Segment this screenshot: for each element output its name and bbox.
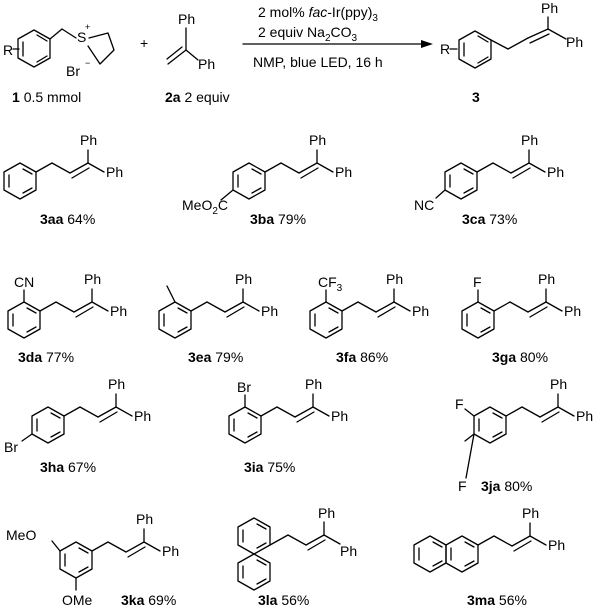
svg-text:Ph: Ph (162, 543, 179, 559)
svg-text:Ph: Ph (331, 408, 348, 424)
svg-text:Ph: Ph (541, 0, 558, 16)
label-3ba: 3ba 79% (250, 211, 306, 227)
svg-text:Ph: Ph (235, 271, 252, 287)
sulfonium-charge: + (85, 22, 90, 32)
label-3aa: 3aa 64% (40, 211, 95, 227)
sub-3ha: Br (4, 439, 18, 455)
product-3ja: Ph Ph F F 3ja 80% (455, 376, 593, 494)
svg-text:Ph: Ph (84, 271, 101, 287)
condition-base: 2 equiv Na2CO3 (258, 24, 358, 44)
svg-text:Ph: Ph (566, 34, 583, 50)
condition-solvent: NMP, blue LED, 16 h (253, 54, 383, 70)
product-3ka: Ph Ph MeO OMe 3ka 69% (6, 511, 179, 608)
svg-text:Ph: Ph (550, 376, 567, 392)
product-3ha: Ph Ph Br 3ha 67% (4, 376, 151, 475)
svg-text:Ph: Ph (340, 543, 357, 559)
product-3ca: Ph Ph NC 3ca 73% (414, 132, 564, 227)
svg-text:Ph: Ph (80, 132, 97, 148)
svg-text:R: R (440, 41, 450, 57)
label-3ma: 3ma 56% (467, 592, 527, 608)
label-3ia: 3ia 75% (244, 459, 295, 475)
svg-text:Ph: Ph (110, 303, 127, 319)
sub-3ja-bottom: F (458, 478, 467, 494)
product-3ma: Ph Ph 3ma 56% (413, 505, 565, 608)
svg-text:Ph: Ph (198, 56, 215, 72)
svg-text:Ph: Ph (134, 408, 151, 424)
plus-sign: + (140, 35, 148, 51)
reactant-1-caption: 1 0.5 mmol (12, 89, 81, 105)
product-3ba: Ph Ph MeO2C 3ba 79% (182, 132, 352, 227)
sub-3ca: NC (414, 197, 434, 213)
svg-text:Ph: Ph (178, 11, 195, 27)
product-3da: Ph Ph CN 3da 77% (7, 271, 127, 365)
sulfur-label: S (77, 29, 86, 45)
product-3ia: Ph Ph Br 3ia 75% (228, 376, 348, 475)
label-3ga: 3ga 80% (492, 349, 548, 365)
sub-3ka-top: MeO (6, 527, 36, 543)
reactant-2-caption: 2a 2 equiv (165, 89, 230, 105)
product-3ga: Ph Ph F 3ga 80% (461, 271, 581, 365)
label-3ea: 3ea 79% (188, 349, 243, 365)
bromide-charge: − (85, 58, 90, 68)
product-3aa: Ph Ph 3aa 64% (3, 132, 123, 227)
sub-3ba: MeO2C (182, 197, 228, 217)
sub-3ka-bottom: OMe (62, 592, 93, 608)
svg-text:Ph: Ph (564, 303, 581, 319)
svg-text:Ph: Ph (108, 376, 125, 392)
label-3ja: 3ja 80% (481, 478, 532, 494)
svg-text:Ph: Ph (106, 164, 123, 180)
svg-text:Ph: Ph (318, 505, 335, 521)
svg-text:Ph: Ph (305, 376, 322, 392)
reactant-1-structure: R S + Br − (3, 22, 115, 79)
svg-text:Ph: Ph (261, 303, 278, 319)
product-3la: Ph Ph 3la 56% (237, 505, 357, 608)
svg-text:Ph: Ph (547, 164, 564, 180)
sub-3da: CN (14, 274, 34, 290)
product-caption: 3 (472, 89, 480, 105)
product-3ea: Ph Ph 3ea 79% (158, 271, 278, 365)
svg-text:Ph: Ph (386, 271, 403, 287)
svg-text:Ph: Ph (538, 271, 555, 287)
sub-3ia: Br (237, 379, 251, 395)
label-3fa: 3fa 86% (336, 349, 388, 365)
label-3la: 3la 56% (258, 592, 309, 608)
svg-text:Ph: Ph (522, 505, 539, 521)
svg-text:Ph: Ph (576, 408, 593, 424)
condition-catalyst: 2 mol% fac-Ir(ppy)3 (258, 4, 378, 24)
svg-text:Ph: Ph (136, 511, 153, 527)
label-3ka: 3ka 69% (121, 592, 176, 608)
product-structure: R Ph Ph (440, 0, 583, 69)
svg-text:Ph: Ph (309, 132, 326, 148)
sub-3ja-top: F (455, 396, 464, 412)
bromide-label: Br (66, 63, 80, 79)
sub-3fa: CF3 (318, 274, 343, 294)
r-label: R (3, 42, 13, 58)
sub-3ga: F (473, 274, 482, 290)
svg-text:Ph: Ph (548, 537, 565, 553)
label-3ha: 3ha 67% (40, 459, 96, 475)
label-3ca: 3ca 73% (462, 211, 517, 227)
svg-text:Ph: Ph (521, 132, 538, 148)
product-3fa: Ph Ph CF3 3fa 86% (309, 271, 429, 365)
svg-text:Ph: Ph (335, 164, 352, 180)
arrow-head (421, 40, 433, 48)
label-3da: 3da 77% (18, 349, 74, 365)
reactant-2-structure: Ph Ph (166, 11, 215, 72)
svg-text:Ph: Ph (412, 303, 429, 319)
